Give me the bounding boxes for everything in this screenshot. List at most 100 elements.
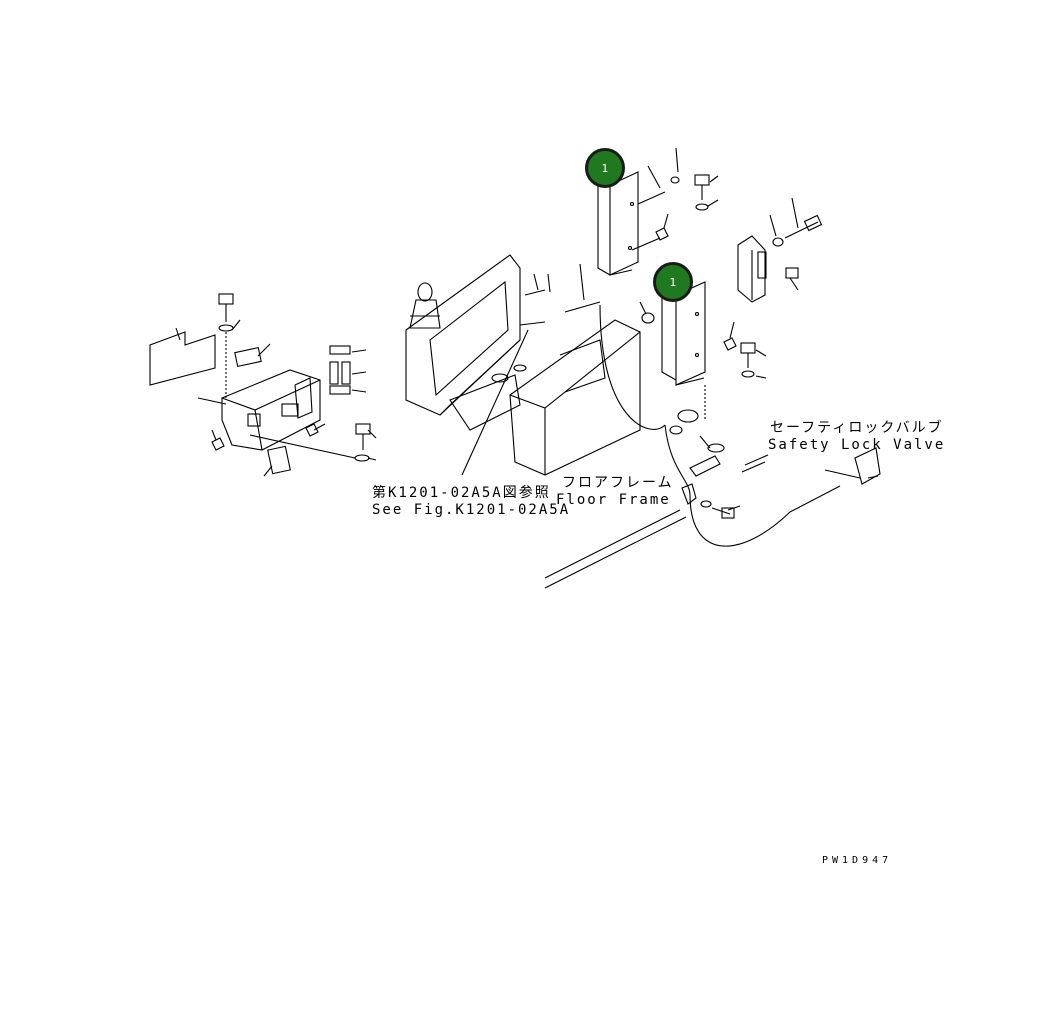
leader-line bbox=[769, 214, 777, 237]
hinge-pin bbox=[757, 251, 767, 279]
callout-badge[interactable]: 1 bbox=[585, 148, 625, 188]
bracket-hole bbox=[694, 311, 700, 317]
bracket-foot bbox=[609, 269, 633, 276]
floor-frame-edge bbox=[544, 516, 687, 589]
console-box-edge bbox=[221, 379, 321, 411]
leader-line bbox=[789, 277, 799, 291]
hinge-bracket-assembly bbox=[737, 197, 823, 303]
nut bbox=[723, 337, 737, 351]
see-fig-label-ja: 第K1201-02A5A図参照 bbox=[372, 485, 551, 501]
leader-line bbox=[675, 147, 679, 173]
bolt-head bbox=[355, 423, 371, 435]
bracket-plate-face bbox=[609, 171, 639, 276]
bracket-hole bbox=[694, 352, 700, 358]
see-fig-leader bbox=[461, 329, 529, 476]
leader-line bbox=[351, 349, 367, 353]
leader-line bbox=[175, 327, 181, 341]
safety-lock-valve-label-ja: セーフティロックバルブ bbox=[770, 420, 944, 436]
drawing-code: PW1D947 bbox=[822, 855, 893, 866]
floor-box-edge bbox=[509, 331, 641, 409]
see-fig-label-en: See Fig.K1201-02A5A bbox=[372, 502, 571, 518]
leader-line bbox=[351, 389, 367, 393]
mount-hole bbox=[491, 373, 509, 383]
bolt-head bbox=[694, 174, 710, 186]
nut bbox=[211, 437, 225, 451]
leader-line bbox=[663, 213, 669, 229]
leader-line bbox=[533, 273, 539, 291]
bracket-hole bbox=[629, 201, 635, 207]
clip bbox=[329, 385, 351, 395]
leader-line bbox=[709, 175, 719, 183]
assembly-line bbox=[744, 454, 769, 466]
callout-badge[interactable]: 1 bbox=[653, 262, 693, 302]
leader-line bbox=[351, 371, 367, 375]
bolt-head bbox=[785, 267, 799, 279]
console-box-edge bbox=[254, 409, 263, 451]
console-inner-bracket bbox=[559, 339, 606, 393]
cable-end-rod bbox=[789, 485, 841, 513]
pin bbox=[524, 289, 546, 296]
bolt-shank bbox=[711, 507, 731, 515]
assembly-line bbox=[631, 237, 661, 251]
bracket-foot bbox=[675, 377, 705, 386]
cable-clamp bbox=[677, 409, 699, 423]
leader-line bbox=[699, 435, 711, 449]
console-box bbox=[221, 369, 321, 451]
callout-number: 1 bbox=[669, 275, 677, 289]
washer bbox=[354, 454, 370, 462]
control-cable bbox=[599, 304, 666, 430]
safety-lock-cable-assembly bbox=[599, 304, 881, 547]
clip bbox=[329, 345, 351, 355]
leader-line bbox=[211, 429, 217, 441]
clip bbox=[329, 361, 339, 385]
floor-frame-lines bbox=[544, 509, 687, 589]
washer bbox=[741, 370, 755, 378]
leader-line bbox=[867, 475, 879, 479]
leader-line bbox=[579, 263, 585, 301]
leader-line bbox=[367, 457, 377, 461]
washer bbox=[218, 324, 234, 332]
leader-line bbox=[367, 429, 377, 439]
washer bbox=[700, 500, 712, 508]
leader-line bbox=[313, 423, 326, 431]
nut bbox=[305, 423, 319, 437]
valve-pin bbox=[824, 469, 861, 479]
assembly-line bbox=[637, 191, 666, 205]
leader-line bbox=[197, 397, 227, 405]
bolt-head bbox=[721, 507, 735, 519]
clip bbox=[341, 361, 351, 385]
washer bbox=[695, 203, 709, 211]
callout-number: 1 bbox=[601, 161, 609, 175]
leader-line bbox=[647, 165, 661, 189]
side-bracket bbox=[294, 377, 313, 419]
washer bbox=[707, 443, 725, 453]
floor-box bbox=[509, 319, 641, 476]
bracket-plate-face bbox=[675, 281, 706, 386]
bolt-head bbox=[803, 214, 823, 232]
leader-line bbox=[755, 375, 767, 379]
console-base bbox=[449, 374, 521, 431]
washer bbox=[772, 237, 784, 247]
leader-line bbox=[729, 321, 735, 339]
bracket-plate bbox=[661, 282, 677, 381]
bracket-hole bbox=[627, 245, 633, 251]
hinge-bracket bbox=[737, 235, 766, 303]
floor-frame-label-en: Floor Frame bbox=[556, 492, 671, 508]
left-console-assembly bbox=[149, 293, 377, 477]
leader-line bbox=[791, 197, 799, 229]
cable-clip bbox=[689, 455, 721, 477]
leader-line bbox=[755, 349, 767, 357]
safety-lock-valve bbox=[854, 447, 881, 485]
joystick-boot bbox=[409, 299, 441, 329]
console-side-panel bbox=[429, 280, 509, 397]
leader-line bbox=[231, 319, 241, 331]
pin bbox=[519, 321, 546, 326]
leader-line bbox=[727, 505, 741, 511]
joystick-knob bbox=[417, 282, 433, 302]
console-edge bbox=[439, 339, 521, 416]
bracket-assembly-lower bbox=[639, 281, 767, 420]
floor-frame-edge bbox=[544, 509, 681, 579]
control-cable bbox=[664, 424, 691, 496]
bracket-plate bbox=[597, 170, 611, 276]
